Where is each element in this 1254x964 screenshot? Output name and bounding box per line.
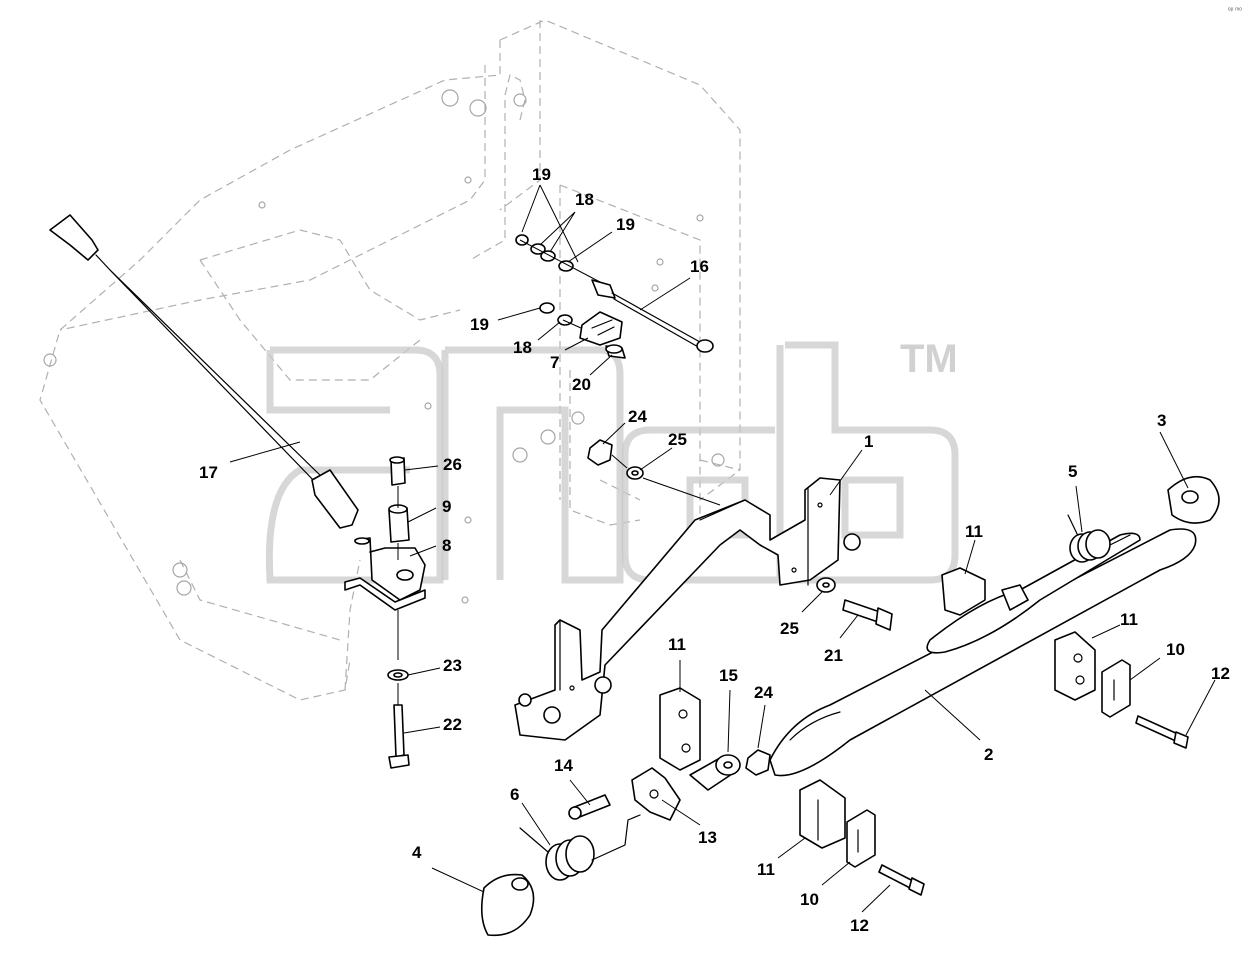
part-11-clamp-upper <box>941 567 1029 616</box>
callout-11a: 11 <box>965 522 983 541</box>
part-7-clip <box>579 311 623 346</box>
callout-8: 8 <box>442 536 451 555</box>
part-14-screw <box>568 794 611 820</box>
callout-24b: 24 <box>754 683 773 702</box>
part-21-bolt <box>842 599 893 631</box>
callout-22: 22 <box>443 715 462 734</box>
part-26-pin <box>389 456 406 486</box>
part-24-nut-upper <box>587 439 613 466</box>
callout-18a: 18 <box>575 190 594 209</box>
callout-2: 2 <box>984 745 993 764</box>
callout-20: 20 <box>572 375 591 394</box>
part-4-end-cap <box>480 873 535 937</box>
callout-11b: 11 <box>1120 610 1138 629</box>
callout-26: 26 <box>443 455 462 474</box>
callout-6: 6 <box>510 785 519 804</box>
callout-4: 4 <box>412 843 422 862</box>
callout-17: 17 <box>199 463 218 482</box>
callout-25b: 25 <box>780 619 799 638</box>
part-10-plate-right <box>1101 659 1131 718</box>
hardware-nuts-washers <box>515 234 601 333</box>
part-11-clamp-left <box>659 687 701 771</box>
callout-9: 9 <box>442 497 451 516</box>
callout-leaders <box>229 184 1216 913</box>
callout-13: 13 <box>698 828 717 847</box>
callout-7: 7 <box>550 353 559 372</box>
part-13-clamp <box>631 767 681 821</box>
part-11-clamp-lower <box>799 779 846 849</box>
callout-3: 3 <box>1157 411 1166 430</box>
part-25-washer-upper <box>611 454 721 506</box>
part-9-bushing <box>388 504 410 543</box>
callout-11c: 11 <box>668 635 686 654</box>
part-1-bracket-plate <box>514 477 861 741</box>
part-16-ground-strap <box>591 279 714 353</box>
callout-10b: 10 <box>800 890 819 909</box>
callout-10a: 10 <box>1166 640 1185 659</box>
housing-outline <box>39 19 741 701</box>
part-15-bushing <box>689 754 741 791</box>
callout-25a: 25 <box>668 430 687 449</box>
part-10-plate-lower <box>846 809 876 868</box>
part-25-washer-lower <box>816 577 836 593</box>
part-24-nut-lower <box>745 749 771 776</box>
callout-23: 23 <box>443 656 462 675</box>
callout-18b: 18 <box>513 338 532 357</box>
watermark-logo: TM <box>265 337 959 584</box>
part-11-clamp-right <box>1054 631 1096 701</box>
part-17-sensor-cable <box>49 214 359 529</box>
part-20-screw <box>605 344 626 359</box>
callout-16: 16 <box>690 257 709 276</box>
callout-15: 15 <box>719 666 738 685</box>
callout-14: 14 <box>554 756 573 775</box>
callout-11d: 11 <box>757 860 775 879</box>
callout-19a: 19 <box>532 165 551 184</box>
part-5-spring <box>1067 514 1131 563</box>
callout-21: 21 <box>824 646 843 665</box>
part-3-end-cap <box>1167 475 1220 524</box>
part-12-bolt-right <box>1135 715 1189 749</box>
watermark-tm: TM <box>900 337 958 381</box>
part-6-spring <box>519 814 641 881</box>
callout-12a: 12 <box>1211 664 1230 683</box>
callout-24a: 24 <box>628 407 647 426</box>
callout-labels: 19 18 19 16 19 18 7 20 24 25 1 17 26 9 8… <box>199 165 1230 935</box>
part-8-bracket <box>344 486 426 660</box>
corner-mark: ᵉᵖ ᵐᵒ <box>1228 7 1242 14</box>
part-23-washer <box>387 669 409 681</box>
callout-12b: 12 <box>850 916 869 935</box>
callout-5: 5 <box>1068 462 1077 481</box>
callout-1: 1 <box>864 432 873 451</box>
callout-19c: 19 <box>470 315 489 334</box>
part-12-bolt-lower <box>878 864 925 896</box>
callout-19b: 19 <box>616 215 635 234</box>
part-2-tube <box>769 528 1197 777</box>
part-22-bolt <box>388 683 410 769</box>
